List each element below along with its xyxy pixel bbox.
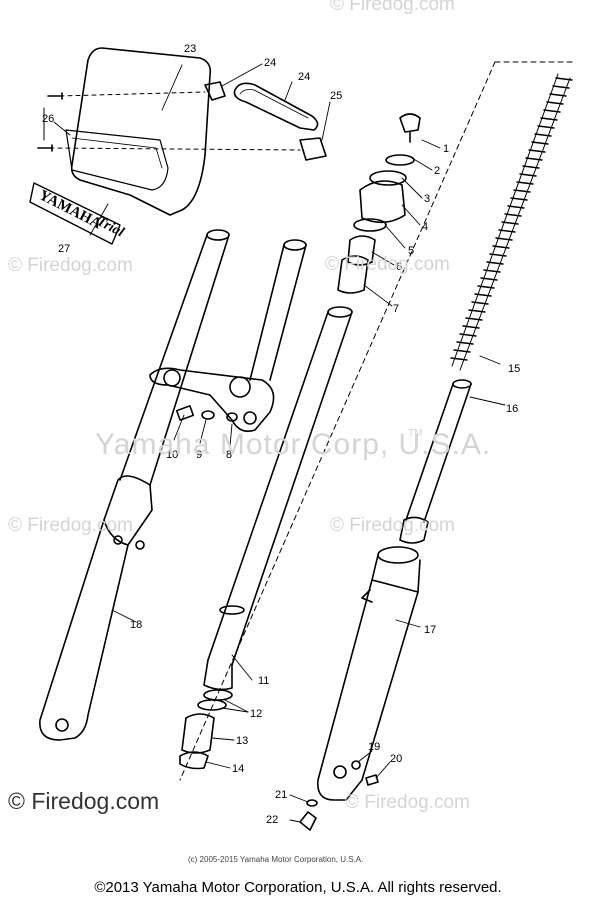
right-outer-slider: [317, 546, 421, 801]
callout-27: 27: [58, 243, 70, 255]
svg-text:Trial: Trial: [94, 214, 126, 240]
callout-9: 9: [196, 449, 202, 461]
steering-head-parts: [337, 113, 421, 294]
number-plate-window: [65, 129, 169, 191]
watermark-firedog-1: © Firedog.com: [8, 255, 133, 276]
callout-24: 24: [264, 57, 276, 69]
callout-3: 3: [424, 193, 430, 205]
callout-10: 10: [166, 449, 178, 461]
part-20: [365, 774, 379, 786]
callout-23: 23: [184, 43, 196, 55]
part-19: [351, 760, 361, 770]
left-fork-assembly: [39, 229, 230, 741]
callout-22: 22: [266, 814, 278, 826]
callout-2: 2: [434, 165, 440, 177]
callout-24: 24: [298, 71, 310, 83]
watermark-firedog-4: © Firedog.com: [330, 515, 455, 536]
callout-labels: 1234567891011121314151617181920212223242…: [42, 43, 520, 826]
watermark-tm: TM: [408, 428, 423, 439]
callout-4: 4: [422, 221, 428, 233]
callout-13: 13: [236, 735, 248, 747]
callout-11: 11: [258, 675, 269, 687]
watermark-firedog-5: © Firedog.com: [345, 792, 470, 813]
callout-16: 16: [506, 403, 518, 415]
watermark-center: Yamaha Motor Corp, U.S.A.: [95, 428, 492, 461]
center-tube: [179, 306, 353, 770]
callout-15: 15: [508, 363, 520, 375]
plate-clamp-lower: [299, 137, 327, 161]
part-21: [306, 799, 318, 807]
footer-copyright: ©2013 Yamaha Motor Corporation, U.S.A. A…: [94, 879, 502, 896]
callout-21: 21: [275, 789, 287, 801]
callout-8: 8: [226, 449, 232, 461]
plate-clamp-top: [204, 81, 226, 101]
small-copyright: (c) 2005-2015 Yamaha Motor Corporation, …: [188, 855, 364, 864]
bolt-26b: [37, 144, 53, 152]
callout-12: 12: [250, 708, 262, 720]
callout-18: 18: [130, 619, 142, 631]
damper-rod: [399, 379, 472, 544]
bolt-26a: [47, 92, 63, 100]
callout-19: 19: [368, 741, 380, 753]
watermark-firedog-6: © Firedog.com: [330, 0, 455, 15]
callout-17: 17: [424, 624, 436, 636]
part-22: [299, 811, 317, 831]
callout-20: 20: [390, 753, 402, 765]
watermark-firedog-3: © Firedog.com: [8, 515, 133, 536]
callout-7: 7: [393, 303, 399, 315]
decal: [29, 182, 121, 245]
callout-1: 1: [443, 143, 449, 155]
watermark-firedog-dark: © Firedog.com: [8, 788, 160, 814]
steering-stem: [149, 239, 307, 433]
callout-26: 26: [42, 113, 54, 125]
callout-6: 6: [396, 261, 402, 273]
fork-spring: [450, 73, 573, 371]
callout-25: 25: [330, 90, 342, 102]
plate-band: [233, 82, 319, 131]
watermark-firedog-2: © Firedog.com: [325, 254, 450, 275]
callout-5: 5: [408, 245, 414, 257]
number-plate: [70, 47, 212, 216]
callout-14: 14: [232, 763, 244, 775]
